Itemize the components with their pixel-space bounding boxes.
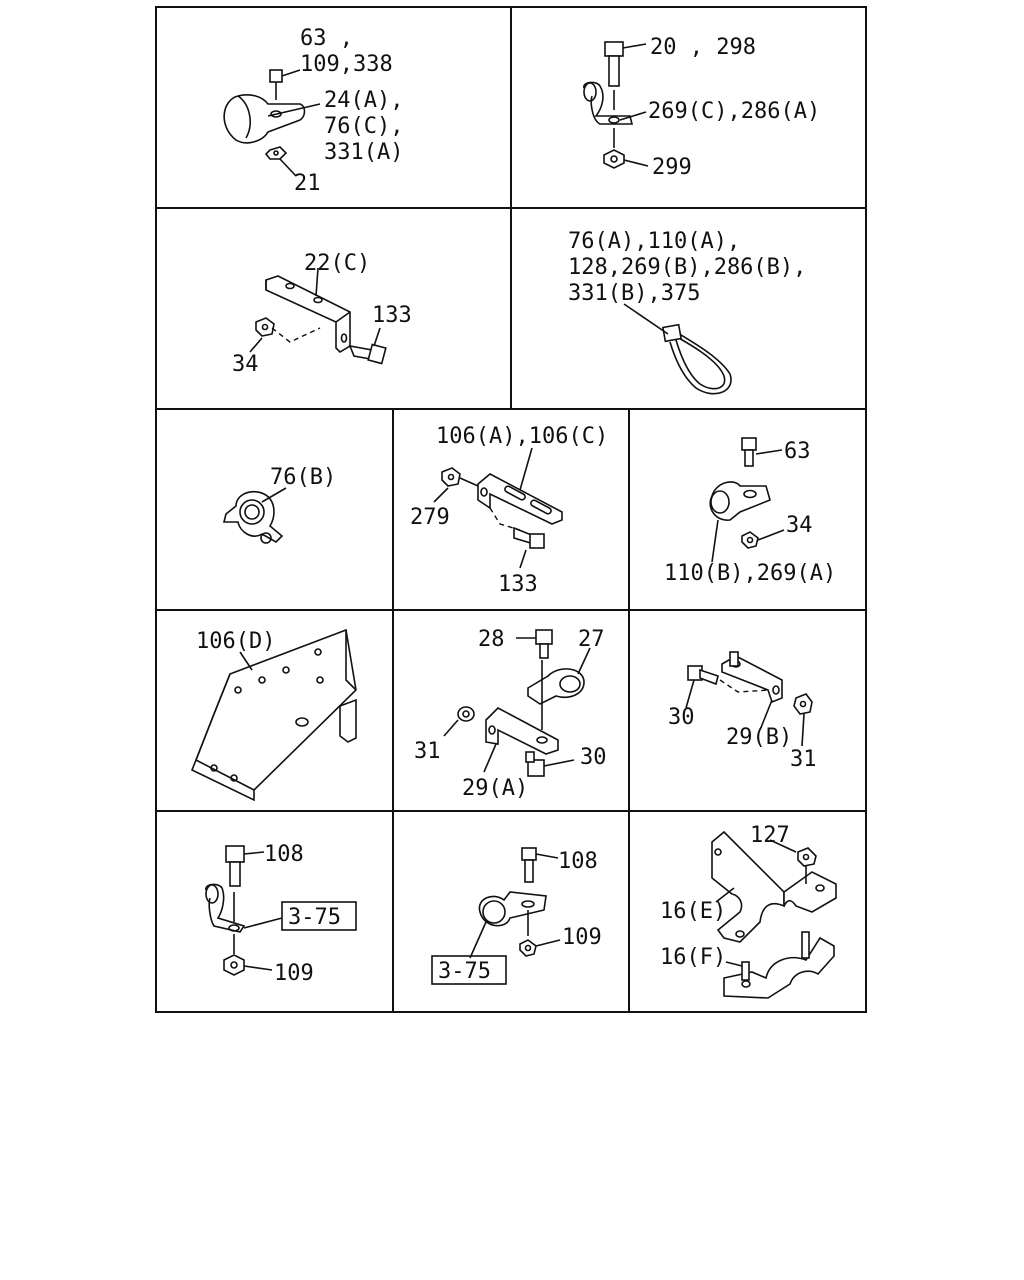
cable-tie-part [661,323,732,395]
cell-clamp-ref-3-75-a: 108 3-75 109 [205,842,357,986]
callout-label: 24(A), [324,88,403,113]
clamp-part [205,883,246,933]
bolt-icon [513,526,545,549]
bracket-part-22c [265,275,351,354]
nut-icon [264,146,288,160]
nut-icon [519,939,537,957]
stud-icon [741,931,810,981]
callout-label: 21 [294,171,321,196]
washer-icon [457,706,475,722]
cell-bracket-29a: 28 27 31 30 29(A) [414,627,607,801]
cell-bracket-106d: 106(D) [190,628,357,802]
callout-label: 133 [498,572,538,597]
clamp-part [478,891,547,927]
callout-label: 109,338 [300,52,393,77]
saddle-clamp-16f [723,936,835,999]
cell-saddle-16e: 127 16(E) 16(F) [660,823,837,999]
callout-label: 34 [786,513,813,538]
reference-label: 3-75 [288,905,341,930]
nut-icon [797,847,817,867]
cell-clip-76b: 76(B) [222,465,336,544]
callout-label: 108 [264,842,304,867]
callout-label: 109 [562,925,602,950]
callout-label: 279 [410,505,450,530]
callout-label: 30 [668,705,695,730]
callout-label: 28 [478,627,505,652]
clip-part-76b [222,490,284,544]
cell-bracket-29b: 30 29(B) 31 [668,651,817,772]
clamp-part-110b [709,481,771,521]
callout-label: 29(B) [726,725,792,750]
grid-frame [155,6,867,1013]
reference-box: 3-75 [431,955,507,985]
bolt-icon [687,665,719,686]
callout-label: 31 [790,747,817,772]
callout-label: 128,269(B),286(B), [568,255,806,280]
callout-label: 269(C),286(A) [648,99,820,124]
cell-clamp-24a: 63 , 109,338 24(A), 76(C), 331(A) 21 [223,26,403,196]
callout-label: 127 [750,823,790,848]
callout-label: 106(D) [196,629,275,654]
callout-label: 16(F) [660,945,726,970]
callout-label: 30 [580,745,607,770]
saddle-clamp-16e [711,830,837,943]
bracket-part-106a [477,473,563,525]
bracket-plate-106d [190,628,357,802]
reference-box: 3-75 [281,901,357,931]
nut-icon [255,317,275,337]
clamp-part-269c [583,81,634,125]
callout-label: 76(B) [270,465,336,490]
callout-label: 34 [232,352,259,377]
callout-label: 76(C), [324,114,403,139]
bolt-icon [525,751,545,777]
cell-bracket-22c: 22(C) 133 34 [232,251,412,377]
callout-label: 76(A),110(A), [568,229,740,254]
callout-label: 133 [372,303,412,328]
cell-clamp-110b: 63 34 110(B),269(A) [664,437,836,586]
reference-label: 3-75 [438,959,491,984]
bolt-icon [521,847,537,883]
nut-icon [223,954,245,976]
cell-cable-tie: 76(A),110(A), 128,269(B),286(B), 331(B),… [568,229,806,395]
nut-icon [741,531,759,549]
bolt-icon [741,437,757,467]
clamp-part-27 [527,668,585,705]
bracket-part-29a [485,707,559,755]
callout-label: 110(B),269(A) [664,561,836,586]
callout-label: 331(A) [324,140,403,165]
callout-label: 16(E) [660,899,726,924]
bolt-icon [225,845,245,887]
callout-label: 331(B),375 [568,281,700,306]
bolt-icon [729,651,739,667]
callout-label: 63 [784,439,811,464]
callout-label: 299 [652,155,692,180]
cell-clamp-ref-3-75-b: 108 109 3-75 [431,847,602,985]
callout-label: 109 [274,961,314,986]
cell-bracket-106a: 106(A),106(C) 279 133 [410,424,608,597]
bolt-icon [348,343,387,365]
nut-icon [441,467,461,487]
callout-label: 63 , [300,26,353,51]
bolt-icon [269,69,301,100]
callout-label: 20 , 298 [650,35,756,60]
callout-label: 108 [558,849,598,874]
nut-icon [793,693,813,715]
callout-label: 29(A) [462,776,528,801]
bolt-icon [604,41,647,87]
clamp-part-24a [223,94,306,144]
callout-label: 27 [578,627,605,652]
callout-label: 22(C) [304,251,370,276]
callout-label: 31 [414,739,441,764]
bolt-icon [535,629,553,659]
cell-clamp-269c: 20 , 298 269(C),286(A) 299 [583,35,820,180]
nut-icon [603,149,625,169]
callout-label: 106(A),106(C) [436,424,608,449]
